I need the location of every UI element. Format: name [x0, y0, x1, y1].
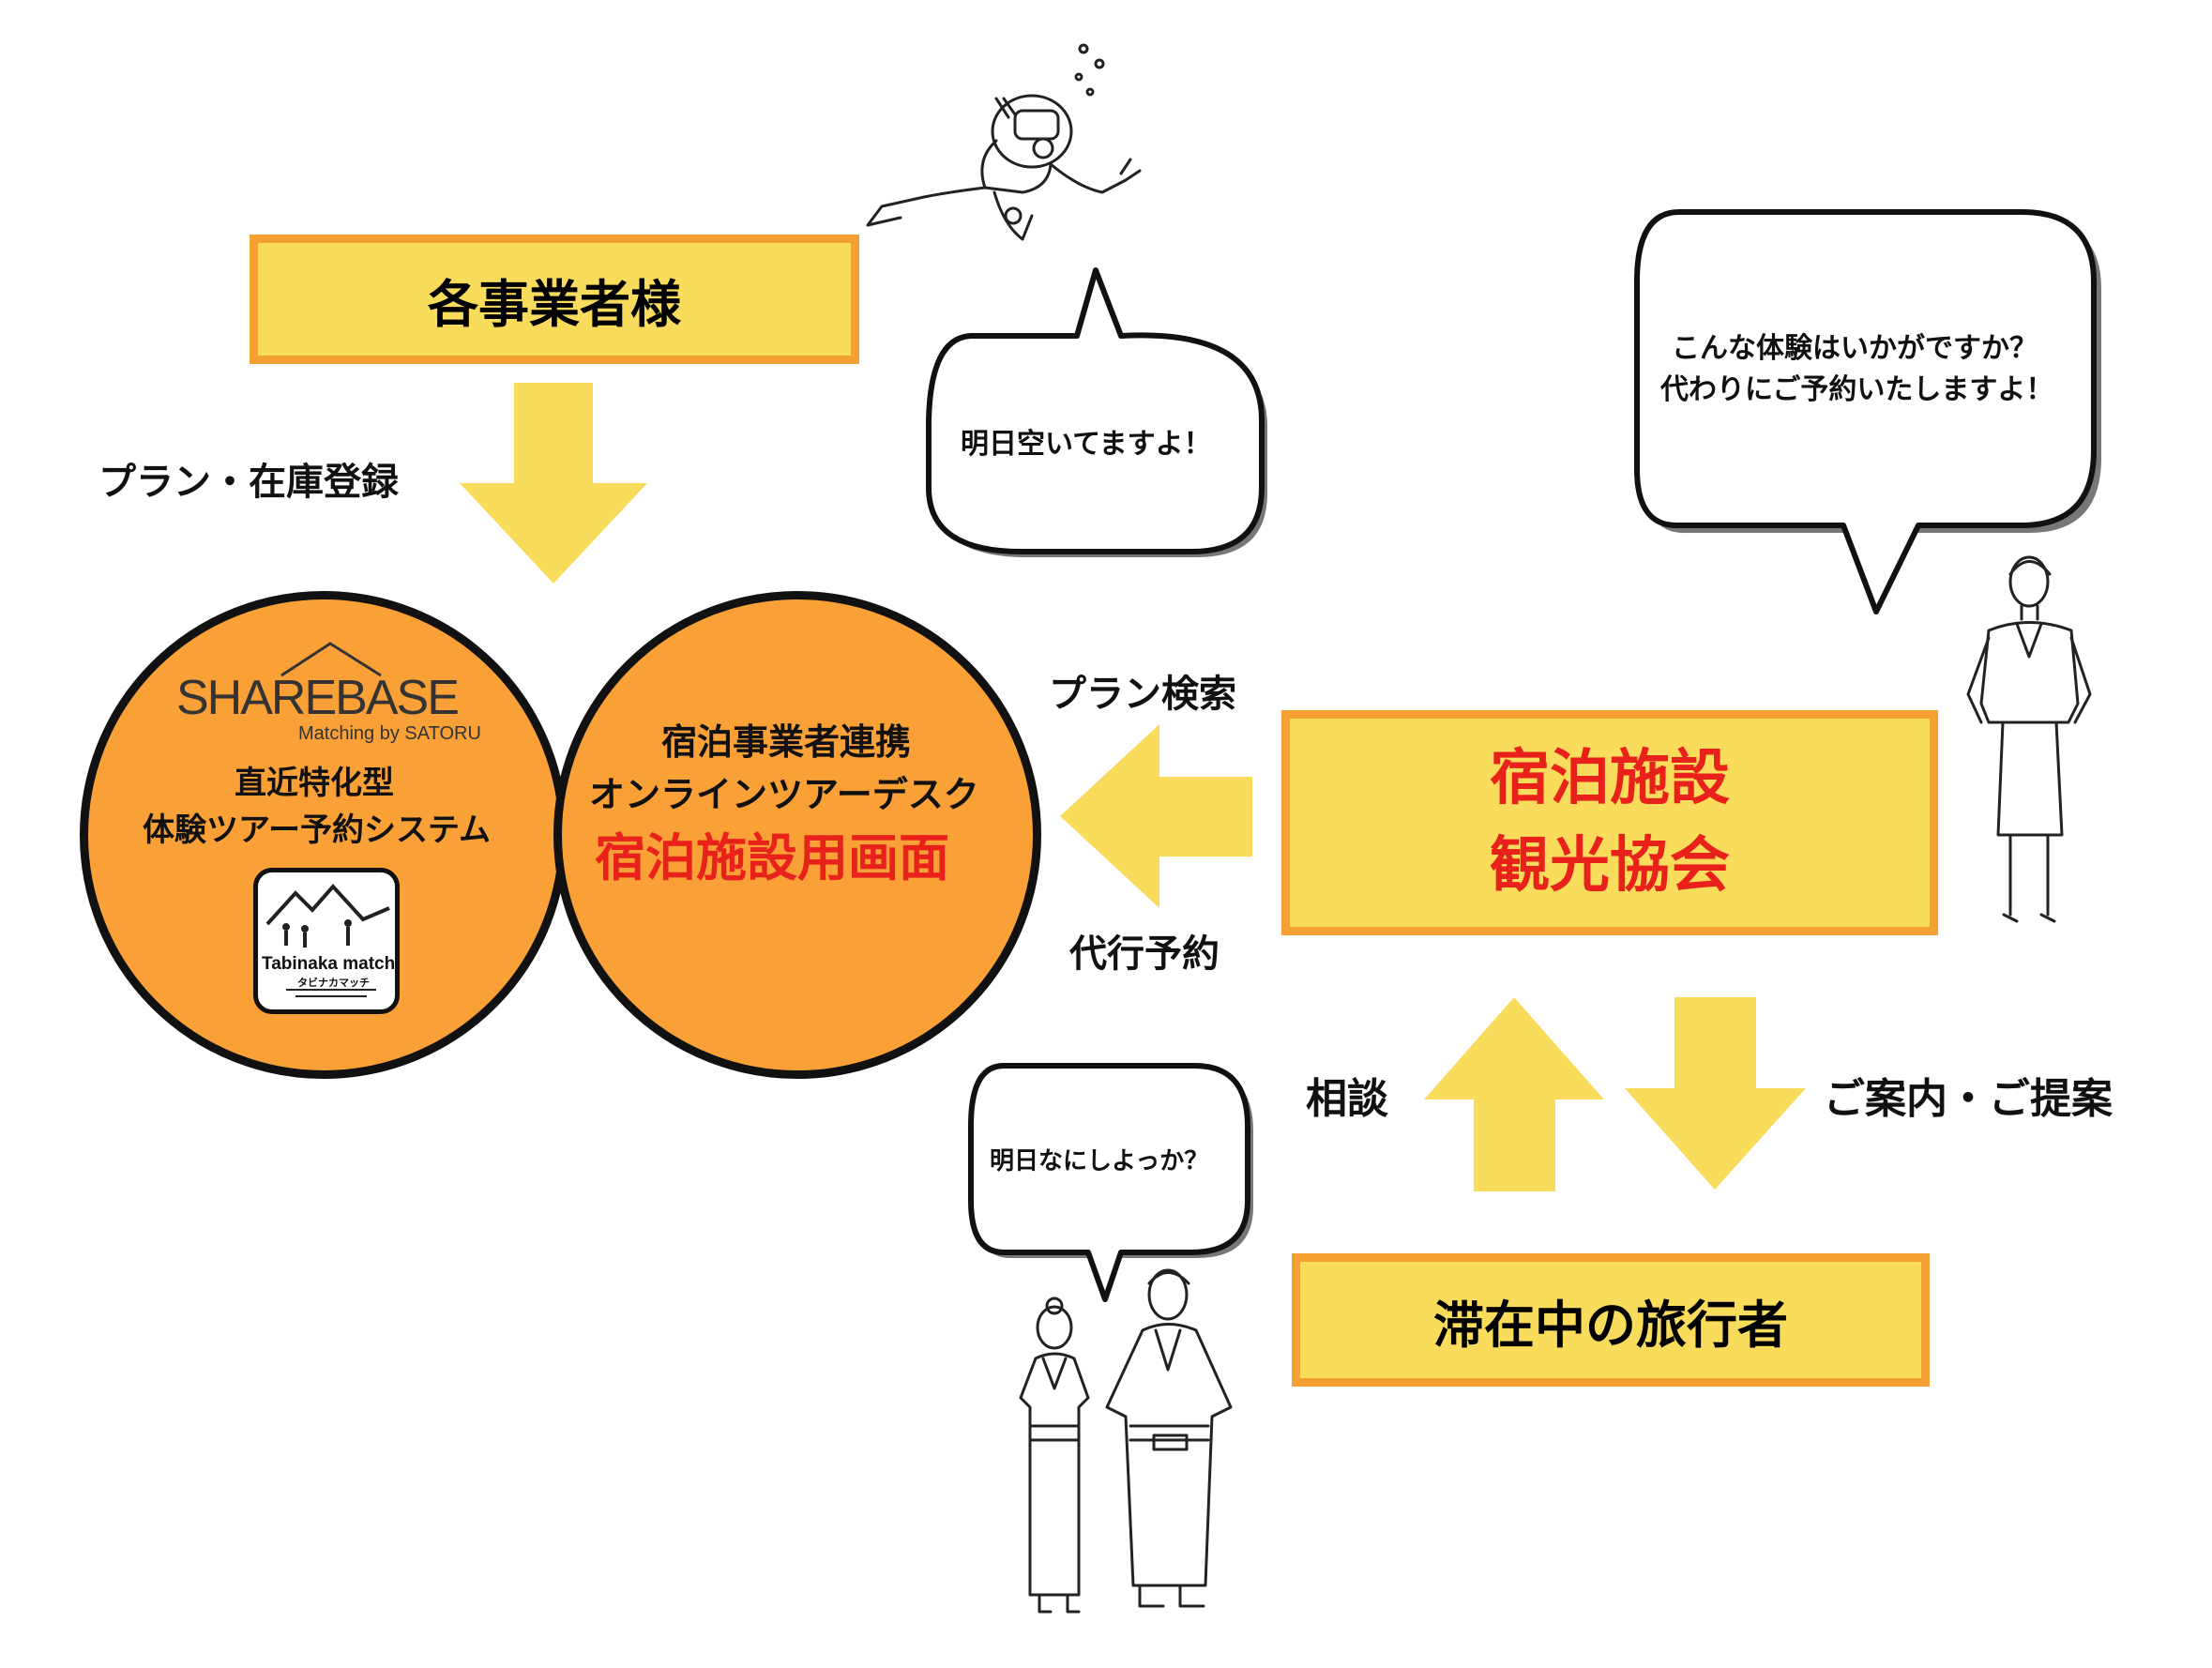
travelers-bubble-text: 明日なにしよっか？ — [990, 1147, 1209, 1175]
desk-circle — [553, 591, 1041, 1079]
operators-box: 各事業者様 — [250, 235, 859, 364]
facility-line2: 観光協会 — [1490, 831, 1730, 901]
consult-label: 相談 — [1306, 1075, 1388, 1123]
sharebase-logo-sub: Matching by SATORU — [298, 723, 481, 744]
sharebase-line2: 体験ツアー予約システム — [143, 811, 491, 849]
desk-line2: オンラインツアーデスク — [589, 774, 979, 815]
operators-label: 各事業者様 — [428, 274, 681, 334]
traveler-box: 滞在中の旅行者 — [1292, 1253, 1930, 1387]
facility-box: 宿泊施設 観光協会 — [1281, 710, 1938, 935]
tabinaka-main: Tabinaka match — [262, 954, 396, 974]
register-label: プラン・在庫登録 — [98, 461, 399, 504]
proxy-label: 代行予約 — [1069, 933, 1220, 976]
traveler-label: 滞在中の旅行者 — [1433, 1295, 1788, 1355]
staff-bubble-line1: こんな体験はいかがですか？ — [1672, 332, 2038, 365]
tabinaka-sub: タビナカマッチ — [297, 977, 370, 989]
search-label: プラン検索 — [1049, 673, 1236, 716]
sharebase-line1: 直近特化型 — [235, 765, 394, 802]
desk-line1: 宿泊事業者連携 — [661, 721, 912, 763]
facility-line1: 宿泊施設 — [1490, 744, 1730, 814]
mountain-icon — [265, 884, 390, 997]
guide-label: ご案内・ご提案 — [1824, 1075, 2113, 1123]
staff-bubble-line2: 代わりにご予約いたしますよ！ — [1660, 373, 2054, 406]
desk-line3: 宿泊施設用画面 — [595, 828, 949, 887]
diver-bubble-text: 明日空いてますよ！ — [961, 428, 1212, 461]
tabinaka-badge: Tabinaka match タビナカマッチ — [253, 868, 400, 1014]
sharebase-logo-main: SHAREBASE — [176, 671, 460, 725]
